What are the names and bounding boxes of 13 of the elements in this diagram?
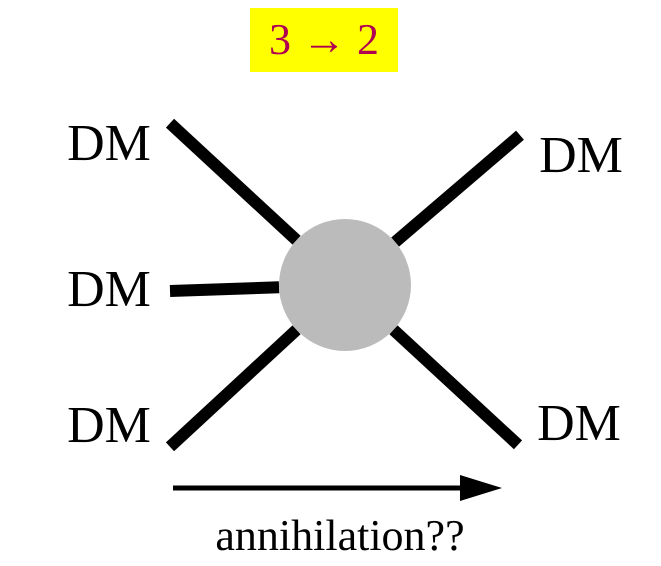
particle-line bbox=[389, 325, 522, 450]
particle-label: DM bbox=[67, 400, 151, 452]
particle-label: DM bbox=[537, 398, 621, 450]
particle-line bbox=[170, 281, 280, 298]
particle-label: DM bbox=[67, 264, 151, 316]
particle-line bbox=[166, 325, 301, 452]
title-box bbox=[250, 8, 398, 72]
title-text: 3 → 2 bbox=[269, 18, 379, 62]
particle-label: DM bbox=[67, 118, 151, 170]
process-label: annihilation?? bbox=[215, 511, 465, 560]
particle-label: DM bbox=[539, 130, 623, 182]
particle-line bbox=[166, 118, 301, 245]
particle-line bbox=[391, 130, 524, 247]
